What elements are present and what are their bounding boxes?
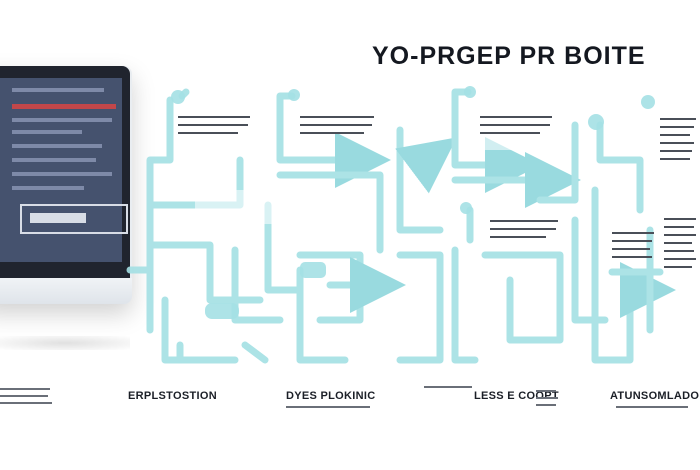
text-snippet [300,116,374,134]
pipe-valve [205,303,239,319]
pipe-segment [451,88,541,193]
screen-line [12,172,112,176]
text-snippet [660,118,696,160]
text-snippet [490,220,558,238]
screen-line [12,186,84,190]
step-heading-3: LESS E COOPT [474,390,559,402]
text-snippet [480,116,552,134]
screen-line [12,88,104,92]
monitor-bezel [0,66,130,278]
overlay-fade [195,190,275,224]
caption-text [616,406,688,408]
pipe-joint [171,90,185,104]
monitor-illustration [0,66,132,304]
pipe-joint [641,95,655,109]
step-heading-2: DYES PLOKINIC [286,390,376,402]
monitor-shadow [0,336,130,350]
text-snippet [178,116,250,134]
pipe-valve [300,262,326,278]
pipe-segment [231,246,284,324]
pipe-joint [288,89,300,101]
screen-dialog-bar [30,213,86,223]
pipe-segment [241,341,269,364]
screen-line [12,130,82,134]
screen-dialog-box [20,204,128,234]
pipe-segment [591,186,676,364]
text-snippet [664,218,696,268]
caption-text [0,388,52,404]
pipe-segment [451,246,479,364]
page-title: YO-PRGEP PR BOITE [372,42,646,70]
text-snippet [612,232,654,258]
pipe-segment [146,96,174,334]
pipe-segment [395,137,457,194]
caption-text [286,406,370,408]
screen-line [12,158,96,162]
pipe-segment [396,251,444,364]
pipe-segment [396,126,444,234]
pipe-joint [588,114,604,130]
pipe-segment [276,92,391,188]
pipe-segment [146,241,264,304]
screen-highlight-line [12,104,116,109]
pipe-segment [264,201,304,294]
pipe-segment [296,266,349,364]
caption-text [424,386,472,388]
screen-line [12,144,102,148]
caption-text [536,390,558,406]
monitor-base [0,278,132,304]
pipe-joint [464,86,476,98]
pipe-joint [460,202,472,214]
monitor-screen [0,78,128,262]
step-heading-1: ERPLSTOSTION [128,390,217,402]
pipe-segment [536,121,579,204]
pipe-segment [481,251,564,344]
pipe-segment [276,171,384,254]
pipe-segment [571,216,609,324]
pipe-segment [161,296,239,364]
pipe-segment [596,121,644,214]
step-heading-4: ATUNSOMLADOR [610,390,700,402]
screen-line [12,118,112,122]
